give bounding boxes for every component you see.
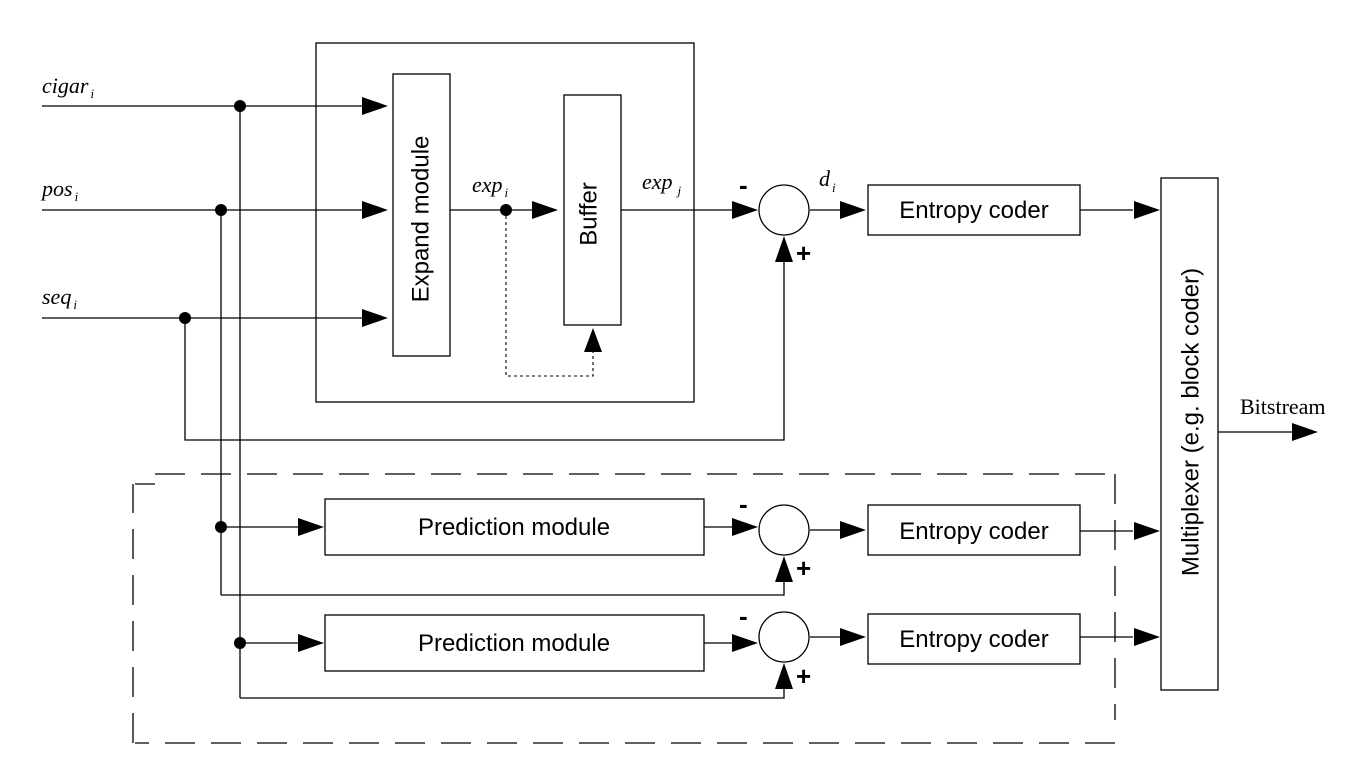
junction-pos-prediction bbox=[215, 521, 227, 533]
summer-1-minus: - bbox=[739, 170, 748, 200]
arrowhead-to-prediction-2 bbox=[298, 634, 324, 652]
arrowhead-summer-1-plus bbox=[775, 236, 793, 262]
arrowhead-pos-to-expand bbox=[362, 201, 388, 219]
junction-exp-i bbox=[500, 204, 512, 216]
junction-pos bbox=[215, 204, 227, 216]
arrowhead-seq-to-expand bbox=[362, 309, 388, 327]
prediction-group-dashed-frame bbox=[132, 473, 1116, 744]
expand-module-label: Expand module bbox=[407, 136, 434, 303]
seq-feed-line bbox=[184, 258, 785, 441]
buffer-feedback-line bbox=[505, 210, 594, 377]
expand-group-frame bbox=[315, 42, 695, 403]
entropy-coder-3-box bbox=[867, 613, 1081, 665]
arrowhead-cigar-to-expand bbox=[362, 97, 388, 115]
arrowhead-summer-3-plus bbox=[775, 663, 793, 689]
pos-plus-line-1 bbox=[221, 582, 785, 596]
arrowhead-to-buffer bbox=[532, 201, 558, 219]
arrowhead-summer-2-plus bbox=[775, 556, 793, 582]
summer-3 bbox=[758, 611, 810, 663]
arrowhead-to-mux-3 bbox=[1134, 628, 1160, 646]
arrowhead-to-entropy-2 bbox=[840, 521, 866, 539]
junction-cigar-prediction bbox=[234, 637, 246, 649]
entropy-coder-1-label: Entropy coder bbox=[899, 197, 1048, 224]
summer-3-minus: - bbox=[739, 601, 748, 631]
summer-1 bbox=[758, 184, 810, 236]
entropy-coder-2-box bbox=[867, 504, 1081, 556]
summer-2 bbox=[758, 504, 810, 556]
entropy-coder-3-label: Entropy coder bbox=[899, 626, 1048, 653]
prediction-module-2-label: Prediction module bbox=[418, 630, 610, 657]
arrowhead-bitstream bbox=[1292, 423, 1318, 441]
entropy-coder-2-label: Entropy coder bbox=[899, 518, 1048, 545]
prediction-module-1-label: Prediction module bbox=[418, 514, 610, 541]
arrowhead-to-summer-2 bbox=[732, 518, 758, 536]
arrowhead-to-entropy-3 bbox=[840, 628, 866, 646]
summer-2-plus: + bbox=[796, 553, 811, 583]
arrowhead-to-mux-1 bbox=[1134, 201, 1160, 219]
prediction-module-1-box bbox=[324, 498, 705, 556]
multiplexer-box bbox=[1160, 177, 1219, 691]
prediction-module-2-box bbox=[324, 614, 705, 672]
bitstream-label: Bitstream bbox=[1240, 394, 1326, 419]
multiplexer-label: Multiplexer (e.g. block coder) bbox=[1177, 268, 1204, 576]
arrowhead-to-summer-1 bbox=[732, 201, 758, 219]
buffer-label: Buffer bbox=[575, 182, 602, 246]
summer-1-plus: + bbox=[796, 238, 811, 268]
arrowhead-buffer-feedback bbox=[584, 328, 602, 352]
arrowhead-to-mux-2 bbox=[1134, 522, 1160, 540]
summer-3-plus: + bbox=[796, 661, 811, 691]
junction-cigar bbox=[234, 100, 246, 112]
junction-seq bbox=[179, 312, 191, 324]
buffer-box bbox=[563, 94, 622, 326]
arrowhead-to-summer-3 bbox=[732, 634, 758, 652]
entropy-coder-1-box bbox=[867, 184, 1081, 236]
summer-2-minus: - bbox=[739, 489, 748, 519]
arrowhead-to-entropy-1 bbox=[840, 201, 866, 219]
expand-module-box bbox=[392, 73, 451, 357]
arrowhead-to-prediction-1 bbox=[298, 518, 324, 536]
cigar-plus-line bbox=[240, 688, 785, 699]
